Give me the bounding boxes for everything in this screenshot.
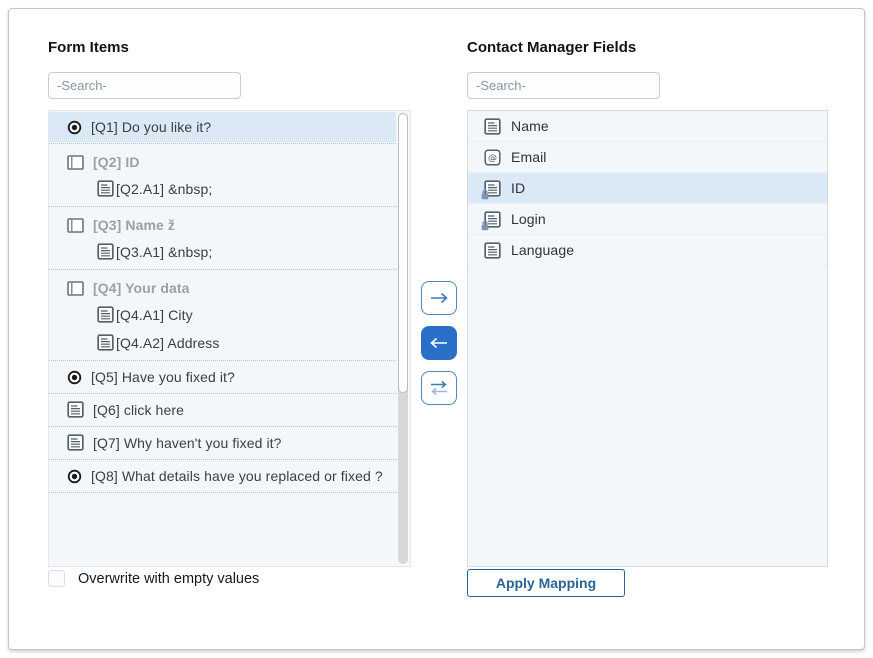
contact-field-row[interactable]: Login <box>468 204 827 235</box>
item-label: [Q8] What details have you replaced or f… <box>91 468 383 484</box>
left-arrow-icon <box>429 336 449 350</box>
item-label: [Q3] Name ž <box>93 217 176 233</box>
item-label: Language <box>511 242 575 258</box>
text-doc-icon <box>97 243 114 260</box>
form-item-row[interactable]: [Q2] ID <box>49 145 396 177</box>
transfer-buttons <box>421 281 457 405</box>
item-label: [Q3.A1] &nbsp; <box>116 244 213 260</box>
item-label: [Q7] Why haven't you fixed it? <box>93 435 282 451</box>
radio-selected-icon <box>67 370 82 385</box>
text-doc-icon <box>97 180 114 197</box>
text-doc-icon <box>67 434 84 451</box>
item-label: [Q4.A1] City <box>116 307 193 323</box>
swap-arrows-button[interactable] <box>421 371 457 405</box>
contact-field-row[interactable]: ID <box>468 173 827 204</box>
form-items-search-input[interactable] <box>48 72 241 99</box>
form-subitem-row[interactable]: [Q2.A1] &nbsp; <box>49 177 396 205</box>
overwrite-checkbox[interactable] <box>48 570 65 587</box>
form-items-list: [Q1] Do you like it? [Q2] ID [Q2.A1] &nbsp… <box>48 110 411 567</box>
overwrite-row: Overwrite with empty values <box>48 570 259 587</box>
form-item-unit: [Q8] What details have you replaced or f… <box>49 460 396 493</box>
contact-fields-title: Contact Manager Fields <box>467 39 637 56</box>
radio-selected-icon <box>67 120 82 135</box>
item-label: Email <box>511 149 547 165</box>
form-item-row[interactable]: [Q6] click here <box>49 395 396 425</box>
item-label: [Q2] ID <box>93 154 140 170</box>
form-items-scrollbar[interactable] <box>398 113 408 564</box>
item-label: Name <box>511 118 549 134</box>
form-item-row[interactable]: [Q1] Do you like it? <box>49 112 396 142</box>
form-subitem-row[interactable]: [Q3.A1] &nbsp; <box>49 240 396 268</box>
text-doc-icon <box>97 334 114 351</box>
section-icon <box>67 155 84 170</box>
form-item-row[interactable]: [Q5] Have you fixed it? <box>49 362 396 392</box>
contact-field-row[interactable]: Name <box>468 111 827 142</box>
form-items-rows: [Q1] Do you like it? [Q2] ID [Q2.A1] &nbsp… <box>49 111 396 493</box>
contact-field-row[interactable]: @ Email <box>468 142 827 173</box>
form-item-row[interactable]: [Q7] Why haven't you fixed it? <box>49 428 396 458</box>
section-icon <box>67 218 84 233</box>
form-subitem-row[interactable]: [Q4.A1] City <box>49 303 396 331</box>
radio-selected-icon <box>67 469 82 484</box>
form-item-row[interactable]: [Q8] What details have you replaced or f… <box>49 461 396 491</box>
form-item-unit: [Q1] Do you like it? <box>49 111 396 144</box>
form-item-unit: [Q5] Have you fixed it? <box>49 361 396 394</box>
item-label: [Q2.A1] &nbsp; <box>116 181 213 197</box>
item-label: [Q1] Do you like it? <box>91 119 212 135</box>
section-icon <box>67 281 84 296</box>
form-item-unit: [Q6] click here <box>49 394 396 427</box>
left-arrow-button[interactable] <box>421 326 457 360</box>
email-icon: @ <box>484 149 501 166</box>
field-mapping-dialog: Form Items [Q1] Do you like it?[Q2] ID[Q… <box>8 8 865 650</box>
lock-badge-icon <box>480 220 490 231</box>
item-label: [Q4.A2] Address <box>116 335 220 351</box>
contact-fields-search-input[interactable] <box>467 72 660 99</box>
svg-text:@: @ <box>488 154 497 164</box>
text-doc-icon <box>481 180 501 200</box>
overwrite-checkbox-label: Overwrite with empty values <box>78 570 260 587</box>
item-label: [Q6] click here <box>93 402 184 418</box>
item-label: [Q4] Your data <box>93 280 190 296</box>
right-arrow-icon <box>429 291 449 305</box>
item-label: ID <box>511 180 526 196</box>
scrollbar-thumb[interactable] <box>398 113 408 393</box>
apply-mapping-button[interactable]: Apply Mapping <box>467 569 625 597</box>
text-doc-icon <box>481 211 501 231</box>
item-label: Login <box>511 211 546 227</box>
swap-arrows-icon <box>429 380 449 396</box>
form-item-row[interactable]: [Q4] Your data <box>49 271 396 303</box>
form-item-unit: [Q7] Why haven't you fixed it? <box>49 427 396 460</box>
form-item-row[interactable]: [Q3] Name ž <box>49 208 396 240</box>
text-doc-icon <box>97 306 114 323</box>
form-item-unit: [Q3] Name ž [Q3.A1] &nbsp; <box>49 207 396 270</box>
text-doc-icon <box>484 118 501 135</box>
form-items-title: Form Items <box>48 39 129 56</box>
lock-badge-icon <box>480 189 490 200</box>
text-doc-icon <box>484 242 501 259</box>
form-subitem-row[interactable]: [Q4.A2] Address <box>49 331 396 359</box>
text-doc-icon <box>67 401 84 418</box>
form-item-unit: [Q4] Your data [Q4.A1] City [Q4.A2] Addres… <box>49 270 396 361</box>
item-label: [Q5] Have you fixed it? <box>91 369 235 385</box>
contact-field-row[interactable]: Language <box>468 235 827 266</box>
right-arrow-button[interactable] <box>421 281 457 315</box>
form-item-unit: [Q2] ID [Q2.A1] &nbsp; <box>49 144 396 207</box>
